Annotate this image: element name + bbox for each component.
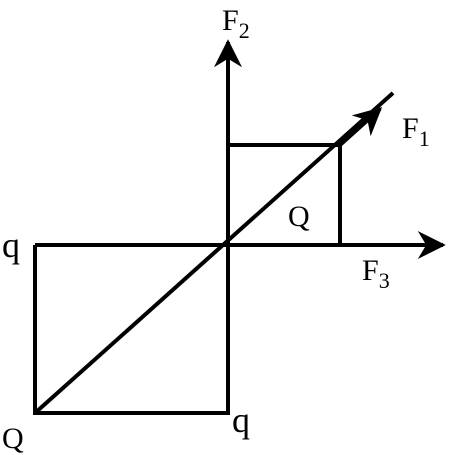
- small-square-outline: [228, 143, 342, 245]
- force-1-arrow: [338, 107, 383, 147]
- force-1-label: F1: [402, 112, 430, 151]
- charge-center-label: Q: [288, 200, 310, 233]
- charge-top-left-label: q: [2, 225, 20, 265]
- force-2-label: F2: [222, 4, 250, 43]
- force-3-label: F3: [362, 254, 390, 293]
- diagonal-line: [33, 91, 395, 415]
- charge-bottom-right-label: q: [232, 400, 250, 440]
- charge-bottom-left-label: Q: [2, 422, 24, 455]
- large-square-outline: [33, 243, 230, 415]
